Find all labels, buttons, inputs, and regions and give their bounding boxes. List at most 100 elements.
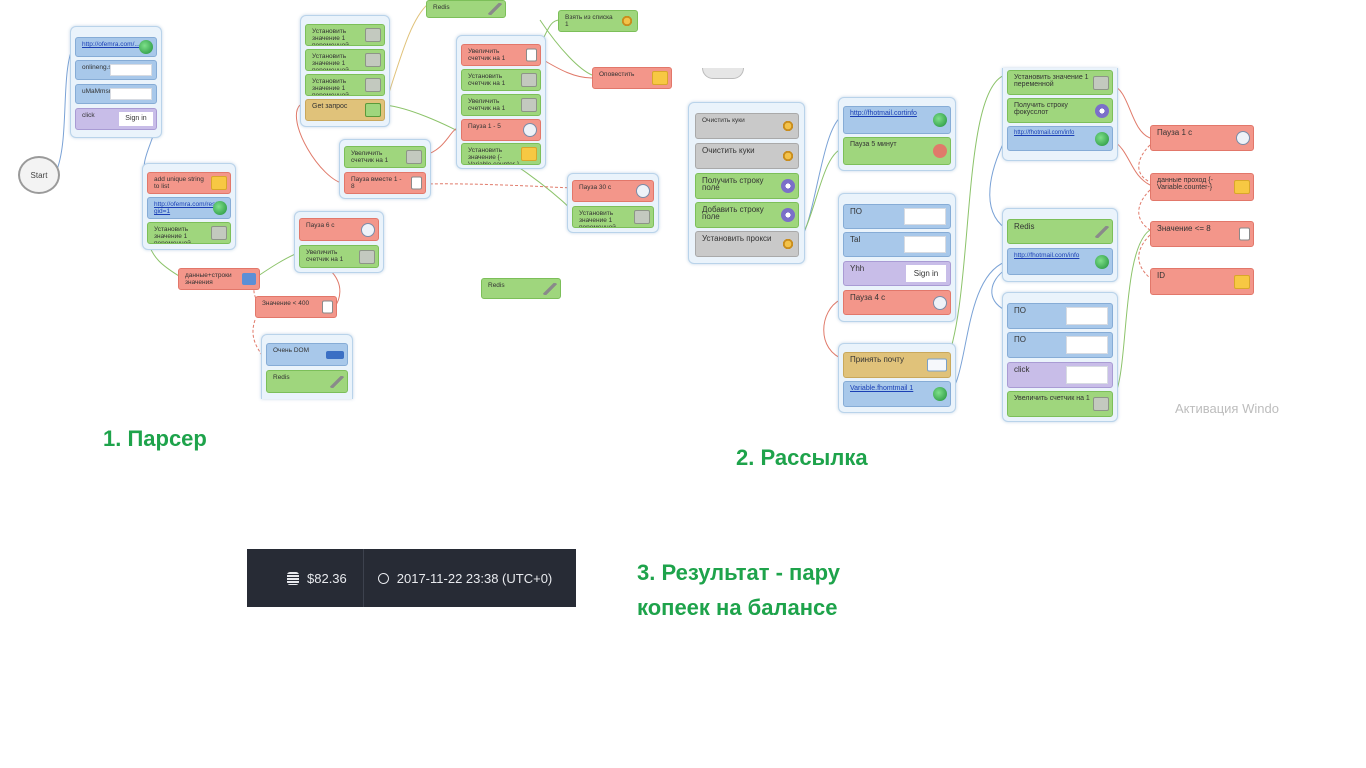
sender-note-block[interactable]: ID bbox=[1150, 268, 1254, 295]
parser-redis-block[interactable]: Redis bbox=[266, 370, 348, 393]
parser-add-list-block[interactable]: add unique string to list bbox=[147, 172, 231, 194]
block-label: Redis bbox=[433, 4, 450, 11]
block-label: Увеличить счетчик на 1 bbox=[468, 48, 506, 62]
block-label: ПО bbox=[850, 207, 862, 216]
sender-input-block[interactable]: ПО bbox=[843, 204, 951, 229]
parser-set-variable-block[interactable]: Установить значение {-Variable.counter-} bbox=[461, 143, 541, 165]
block-label: Установить значение 1 переменной bbox=[312, 78, 349, 96]
parser-set-variable-block[interactable]: Установить значение 1 переменной bbox=[305, 49, 385, 71]
balance-bar: $82.36 2017-11-22 23:38 (UTC+0) bbox=[247, 549, 576, 607]
sender-input-block[interactable]: ПО bbox=[1007, 303, 1113, 329]
parser-set-variable-block[interactable]: Установить значение 1 переменной bbox=[305, 74, 385, 96]
globe-icon bbox=[1095, 131, 1109, 146]
sender-counter-block[interactable]: Увеличить счетчик на 1 bbox=[1007, 391, 1113, 417]
clock-icon bbox=[1236, 131, 1250, 145]
sender-condition-block[interactable]: Значение <= 8 bbox=[1150, 221, 1254, 247]
parser-set-variable-block[interactable]: Установить значение 1 переменной bbox=[305, 24, 385, 46]
sender-pause-block[interactable]: Пауза 1 с bbox=[1150, 125, 1254, 151]
sender-group-setup: Очистить куки Очистить куки Получить стр… bbox=[688, 102, 805, 264]
parser-dom-block[interactable]: Очень DOM bbox=[266, 343, 348, 366]
coins-icon bbox=[287, 571, 299, 585]
block-label: Установить значение 1 переменной bbox=[312, 53, 349, 71]
parser-pause-block[interactable]: Пауза 30 с bbox=[572, 180, 654, 202]
sender-get-line-block[interactable]: Получить строку поле bbox=[695, 173, 799, 199]
note-icon bbox=[211, 176, 227, 190]
parser-condition-block[interactable]: Значение < 400 bbox=[255, 296, 337, 318]
parser-input-block[interactable]: uMaMmsn bbox=[75, 84, 157, 104]
sender-input-block[interactable]: Tal bbox=[843, 232, 951, 257]
sender-input-block[interactable]: ПО bbox=[1007, 332, 1113, 358]
block-label: Увеличить счетчик на 1 bbox=[306, 249, 344, 263]
gear-icon bbox=[781, 238, 795, 250]
sender-click-block[interactable]: click bbox=[1007, 362, 1113, 388]
parser-redis-block[interactable]: Redis bbox=[426, 0, 506, 18]
parser-counter-block[interactable]: Увеличить счетчик на 1 bbox=[461, 44, 541, 66]
start-label: Start bbox=[30, 170, 48, 180]
sender-add-line-block[interactable]: Добавить строку поле bbox=[695, 202, 799, 228]
parser-set-variable-block[interactable]: Установить значение 1 переменной bbox=[147, 222, 231, 244]
block-label: http://ofemra.com/... bbox=[82, 41, 140, 48]
parser-redis-block[interactable]: Redis bbox=[481, 278, 561, 299]
block-label: http://fhotmail.com/info bbox=[1014, 130, 1075, 136]
parser-counter-block[interactable]: Увеличить счетчик на 1 bbox=[299, 245, 379, 268]
result-heading-line2: копеек на балансе bbox=[637, 595, 838, 620]
sender-group-submit: ПО ПО click Увеличить счетчик на 1 bbox=[1002, 292, 1118, 422]
note-icon bbox=[652, 71, 668, 85]
panel-icon bbox=[365, 53, 381, 67]
parser-notify-block[interactable]: Оповестить bbox=[592, 67, 672, 89]
panel-icon bbox=[365, 78, 381, 92]
sender-pause-block[interactable]: Пауза 5 минут bbox=[843, 137, 951, 165]
sender-url-block[interactable]: http://fhotmail.com/info bbox=[1007, 126, 1113, 151]
input-preview bbox=[1066, 336, 1108, 354]
document-icon bbox=[322, 300, 333, 314]
globe-icon bbox=[139, 40, 153, 54]
start-node[interactable]: Start bbox=[18, 156, 60, 194]
globe-icon bbox=[213, 201, 227, 215]
block-label: Очистить куки bbox=[702, 146, 755, 155]
parser-group-request: Установить значение 1 переменной Установ… bbox=[300, 15, 390, 127]
sender-group-redis: Redis http://fhotmail.com/info bbox=[1002, 208, 1118, 282]
sender-redis-block[interactable]: Redis bbox=[1007, 219, 1113, 244]
parser-url-block[interactable]: http://ofemra.com/... bbox=[75, 37, 157, 57]
parser-counter-block[interactable]: Установить счетчик на 1 bbox=[461, 69, 541, 91]
sender-check-mail-block[interactable]: Принять почту bbox=[843, 352, 951, 378]
panel-icon bbox=[1093, 75, 1109, 90]
parser-pause-block[interactable]: Пауза вместе 1 - 8 bbox=[344, 172, 426, 194]
block-label: Добавить строку поле bbox=[702, 205, 764, 221]
sender-pause-block[interactable]: Пауза 4 с bbox=[843, 290, 951, 315]
sender-clear-cookies-block[interactable]: Очистить куки bbox=[695, 143, 799, 169]
block-label: Очистить куки bbox=[702, 117, 745, 124]
sender-variable-block[interactable]: Variable.fhomtmail 1 bbox=[843, 381, 951, 407]
parser-set-variable-block[interactable]: Установить значение 1 переменной bbox=[572, 206, 654, 228]
sender-url-block[interactable]: http://fhotmail.cortinfo bbox=[843, 106, 951, 134]
block-label: Получить строку поле bbox=[702, 176, 764, 192]
sender-get-line-block[interactable]: Получить строку фокусслот bbox=[1007, 98, 1113, 123]
globe-icon bbox=[933, 113, 947, 127]
panel-icon bbox=[521, 98, 537, 112]
parser-request-block[interactable]: http://ofemra.com/rest?gid=1 bbox=[147, 197, 231, 219]
sender-set-variable-block[interactable]: Установить значение 1 переменной bbox=[1007, 70, 1113, 95]
sender-clear-cookies-block[interactable]: Очистить куки bbox=[695, 113, 799, 139]
parser-pause-block[interactable]: Пауза 6 с bbox=[299, 218, 379, 241]
pen-icon bbox=[543, 282, 557, 295]
parser-get-from-list-block[interactable]: Взять из списка 1 bbox=[558, 10, 638, 32]
note-icon bbox=[1234, 180, 1250, 194]
parser-pause-block[interactable]: Пауза 1 - 5 bbox=[461, 119, 541, 141]
parser-get-request-block[interactable]: Get запрос bbox=[305, 99, 385, 121]
parser-counter-block[interactable]: Увеличить счетчик на 1 bbox=[461, 94, 541, 116]
sender-url-block[interactable]: http://fhotmail.com/info bbox=[1007, 248, 1113, 275]
block-label: uMaMmsn bbox=[82, 88, 113, 95]
block-label: ПО bbox=[1014, 335, 1026, 344]
parser-input-block[interactable]: onlineng.s bbox=[75, 60, 157, 80]
parser-counter-block[interactable]: Увеличить счетчик на 1 bbox=[344, 146, 426, 168]
block-label: Tal bbox=[850, 235, 861, 244]
block-label: onlineng.s bbox=[82, 64, 112, 71]
parser-group-counter: Увеличить счетчик на 1 Установить счетчи… bbox=[456, 35, 546, 169]
block-label: click bbox=[1014, 365, 1030, 374]
sender-set-proxy-block[interactable]: Установить прокси bbox=[695, 231, 799, 257]
parser-data-action-block[interactable]: данные+строки значения bbox=[178, 268, 260, 290]
parser-group-check: Пауза 30 с Установить значение 1 перемен… bbox=[567, 173, 659, 233]
sender-data-block[interactable]: данные проход {-Variable.counter-} bbox=[1150, 173, 1254, 201]
